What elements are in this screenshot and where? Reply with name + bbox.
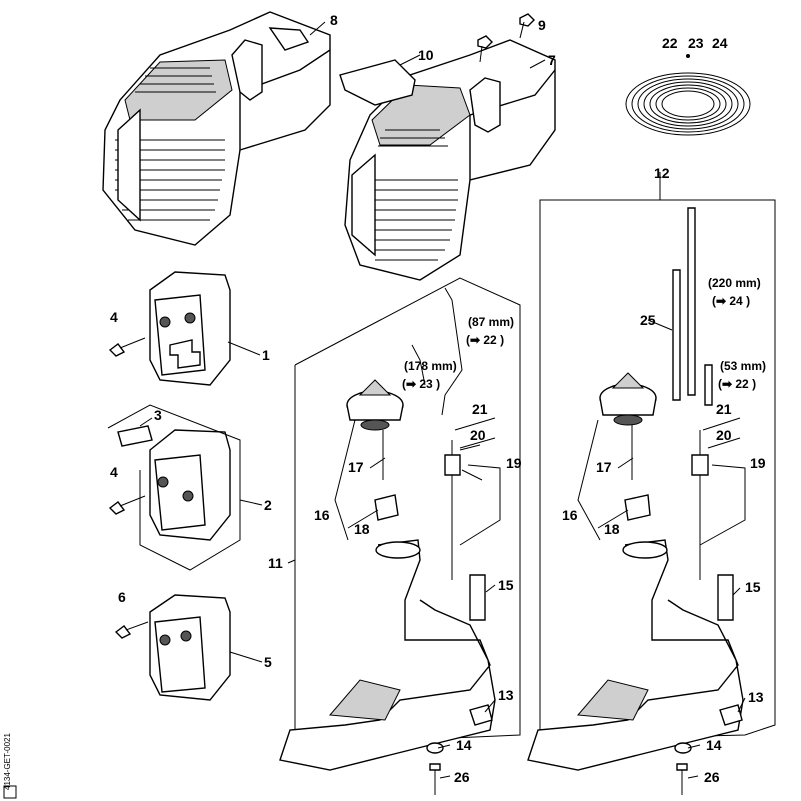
screw-4a — [108, 337, 146, 357]
label-20a: 20 — [470, 427, 486, 443]
muffler-1 — [149, 271, 231, 386]
label-11: 11 — [268, 555, 283, 571]
pickup-right — [691, 430, 734, 621]
label-4b: 4 — [110, 464, 118, 480]
screw-4b — [108, 495, 146, 515]
leader-lines — [139, 21, 746, 779]
label-19b: 19 — [750, 455, 766, 471]
label-24: 24 — [712, 35, 728, 51]
diagram-code: 4134-GET-0021 — [3, 733, 12, 790]
label-12: 12 — [654, 165, 670, 181]
label-22: 22 — [662, 35, 678, 51]
label-13b: 13 — [748, 689, 764, 705]
label-15b: 15 — [745, 579, 761, 595]
note-53mm-ref: (➡ 22 ) — [718, 377, 756, 391]
label-26a: 26 — [454, 769, 470, 785]
label-15a: 15 — [498, 577, 514, 593]
spark-arrestor-3 — [117, 425, 153, 447]
label-13a: 13 — [498, 687, 514, 703]
label-17b: 17 — [596, 459, 612, 475]
hose-25 — [672, 207, 713, 406]
corner-mark — [3, 785, 17, 799]
label-18b: 18 — [604, 521, 620, 537]
screw-9 — [477, 13, 535, 63]
fuel-tank-left — [279, 539, 496, 771]
shroud-8 — [102, 11, 331, 246]
cover-plate-10 — [339, 59, 416, 106]
label-14a: 14 — [456, 737, 472, 753]
note-53mm: (53 mm) — [720, 359, 766, 373]
screw-6 — [114, 621, 149, 639]
label-21b: 21 — [716, 401, 732, 417]
note-220mm-ref: (➡ 24 ) — [712, 294, 750, 308]
label-6: 6 — [118, 589, 126, 605]
label-25: 25 — [640, 312, 656, 328]
fuel-cap-left — [346, 379, 404, 521]
assembly-12-frame — [539, 199, 776, 741]
label-26b: 26 — [704, 769, 720, 785]
label-18a: 18 — [354, 521, 370, 537]
pickup-left — [444, 440, 486, 621]
label-23: 23 — [688, 35, 704, 51]
label-1: 1 — [262, 347, 270, 363]
label-10: 10 — [418, 47, 434, 63]
label-5: 5 — [264, 654, 272, 670]
label-14b: 14 — [706, 737, 722, 753]
note-220mm: (220 mm) — [708, 276, 761, 290]
fuel-cap-right — [599, 372, 657, 521]
screw-26-right — [676, 763, 688, 795]
muffler-2 — [107, 404, 241, 571]
muffler-5 — [149, 594, 231, 701]
note-178mm: (178 mm) — [404, 359, 457, 373]
fuel-tank-right — [527, 539, 744, 771]
note-87mm-ref: (➡ 22 ) — [466, 333, 504, 347]
label-8: 8 — [330, 12, 338, 28]
hose-left — [441, 287, 463, 416]
label-7: 7 — [548, 52, 556, 68]
assembly-11-frame — [294, 277, 521, 746]
label-20b: 20 — [716, 427, 732, 443]
label-16b: 16 — [562, 507, 578, 523]
note-87mm: (87 mm) — [468, 315, 514, 329]
screw-26-left — [429, 763, 441, 795]
label-19a: 19 — [506, 455, 522, 471]
label-9: 9 — [538, 17, 546, 33]
label-17a: 17 — [348, 459, 364, 475]
note-178mm-ref: (➡ 23 ) — [402, 377, 440, 391]
label-21a: 21 — [472, 401, 488, 417]
label-3: 3 — [154, 407, 162, 423]
label-2: 2 — [264, 497, 272, 513]
shroud-7 — [344, 39, 556, 281]
fuel-hose-coil — [625, 54, 751, 136]
label-16a: 16 — [314, 507, 330, 523]
label-4a: 4 — [110, 309, 118, 325]
